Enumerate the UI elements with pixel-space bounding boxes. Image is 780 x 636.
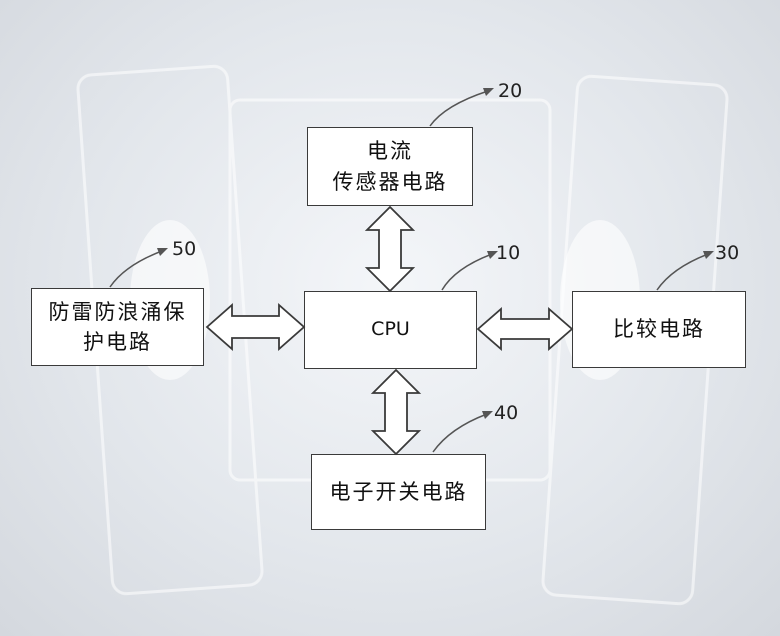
ref-label-50: 50 bbox=[172, 238, 197, 260]
electronic-switch-circuit-label: 电子开关电路 bbox=[329, 479, 468, 504]
leader-line-10 bbox=[441, 253, 493, 291]
leader-arrowhead-40 bbox=[482, 411, 493, 419]
comparison-circuit-block: 比较电路 bbox=[572, 291, 746, 368]
current-sensor-circuit-block: 电流 传感器电路 bbox=[307, 127, 473, 206]
comparison-circuit-label: 比较电路 bbox=[613, 317, 705, 342]
leader-arrowhead-10 bbox=[487, 251, 498, 259]
ref-label-10: 10 bbox=[496, 242, 521, 264]
leader-line-30 bbox=[656, 253, 709, 291]
arrow-surge-cpu bbox=[205, 303, 306, 351]
ref-label-40: 40 bbox=[494, 402, 519, 424]
arrow-cpu-comparison bbox=[476, 307, 574, 351]
arrow-cpu-switch bbox=[370, 368, 422, 456]
electronic-switch-circuit-block: 电子开关电路 bbox=[311, 454, 486, 530]
leader-line-20 bbox=[429, 90, 489, 127]
ref-label-20: 20 bbox=[498, 80, 523, 102]
leader-line-50 bbox=[109, 250, 163, 288]
leader-arrowhead-30 bbox=[703, 251, 714, 259]
ref-label-30: 30 bbox=[715, 242, 740, 264]
current-sensor-circuit-label: 电流 传感器电路 bbox=[332, 139, 448, 194]
leader-line-40 bbox=[432, 413, 488, 453]
leader-arrowhead-20 bbox=[483, 88, 494, 96]
surge-protection-circuit-label: 防雷防浪涌保 护电路 bbox=[48, 299, 187, 354]
surge-protection-circuit-block: 防雷防浪涌保 护电路 bbox=[31, 288, 204, 366]
arrow-sensor-cpu bbox=[364, 205, 416, 293]
leader-arrowhead-50 bbox=[157, 248, 168, 256]
cpu-block: CPU bbox=[304, 291, 477, 369]
cpu-label: CPU bbox=[371, 318, 410, 341]
